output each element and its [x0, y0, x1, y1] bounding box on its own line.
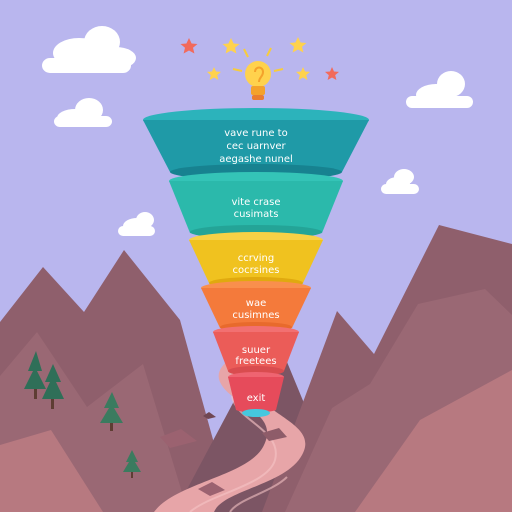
- funnel-level-3: ccrving cocrsines: [189, 232, 323, 289]
- cloud-icon: [118, 212, 155, 236]
- path-icon: [154, 344, 306, 512]
- funnel-level-5-line-2: freetees: [235, 356, 276, 367]
- funnel-level-2: vite crase cusimats: [169, 172, 343, 239]
- mountain-icon: [0, 430, 103, 512]
- cloud-icon: [54, 98, 112, 127]
- sales-funnel: vave rune to cec uarnver aegashe nunel v…: [143, 108, 369, 417]
- funnel-level-6-line-1: exit: [247, 393, 266, 404]
- cloud-icon: [406, 71, 473, 108]
- pine-tree-icon: [100, 392, 123, 431]
- mountain-icon: [355, 370, 512, 512]
- funnel-level-3-line-2: cocrsines: [233, 265, 280, 276]
- lightbulb-icon: [232, 47, 284, 100]
- funnel-level-1: vave rune to cec uarnver aegashe nunel: [143, 108, 369, 180]
- pine-tree-icon: [123, 450, 141, 478]
- cloud-icon: [42, 26, 136, 73]
- funnel-level-3-line-1: ccrving: [238, 253, 275, 264]
- funnel-level-2-line-2: cusimats: [234, 209, 279, 220]
- star-icon: [180, 37, 339, 80]
- funnel-level-1-line-3: aegashe nunel: [219, 154, 293, 165]
- funnel-level-2-line-1: vite crase: [231, 197, 280, 208]
- pine-tree-icon: [24, 351, 64, 409]
- funnel-level-4-line-1: wae: [246, 298, 266, 309]
- funnel-level-6: exit: [228, 372, 284, 417]
- funnel-level-1-line-2: cec uarnver: [226, 141, 286, 152]
- cloud-icon: [381, 169, 419, 194]
- funnel-level-1-line-1: vave rune to: [224, 128, 287, 139]
- funnel-level-4-line-2: cusimnes: [232, 310, 279, 321]
- funnel-level-5-line-1: suuer: [242, 345, 271, 356]
- funnel-level-4: wae cusimnes: [201, 281, 311, 332]
- rock-icon: [160, 412, 287, 496]
